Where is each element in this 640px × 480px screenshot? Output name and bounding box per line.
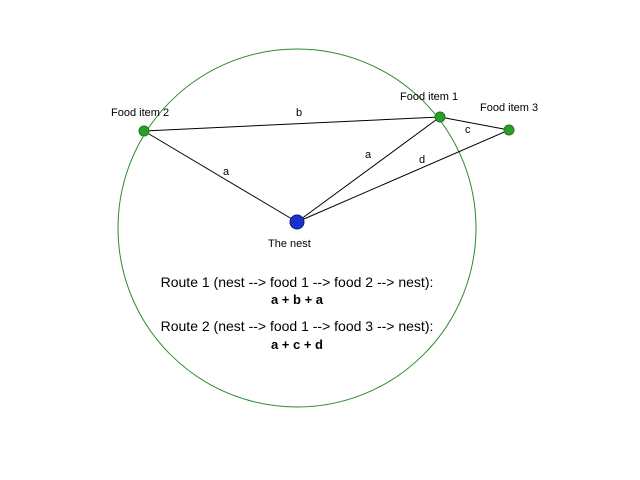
food-item-3-node [503, 124, 515, 136]
route-1-title: Route 1 (nest --> food 1 --> food 2 --> … [161, 274, 434, 290]
food-item-1-label: Food item 1 [400, 91, 458, 103]
nest-label: The nest [268, 238, 311, 250]
food-item-1-node [434, 111, 446, 123]
route-2-title: Route 2 (nest --> food 1 --> food 3 --> … [161, 318, 434, 334]
food-item-2-node [138, 125, 150, 137]
edge-d [296, 129, 510, 223]
edge-d-label: d [419, 154, 425, 166]
range-circle [117, 48, 477, 408]
edge-a-left [143, 130, 298, 223]
edge-b [143, 116, 441, 132]
route-2-formula: a + c + d [271, 337, 323, 352]
nest-node [289, 214, 305, 230]
route-1-formula: a + b + a [271, 292, 324, 307]
edge-a-left-label: a [223, 166, 230, 178]
food-item-3-label: Food item 3 [480, 102, 538, 114]
food-item-2-label: Food item 2 [111, 107, 169, 119]
edge-c [439, 116, 510, 131]
edge-a-right [296, 116, 441, 223]
edge-b-label: b [296, 107, 302, 119]
edge-c-label: c [465, 124, 471, 136]
edge-a-right-label: a [365, 149, 372, 161]
